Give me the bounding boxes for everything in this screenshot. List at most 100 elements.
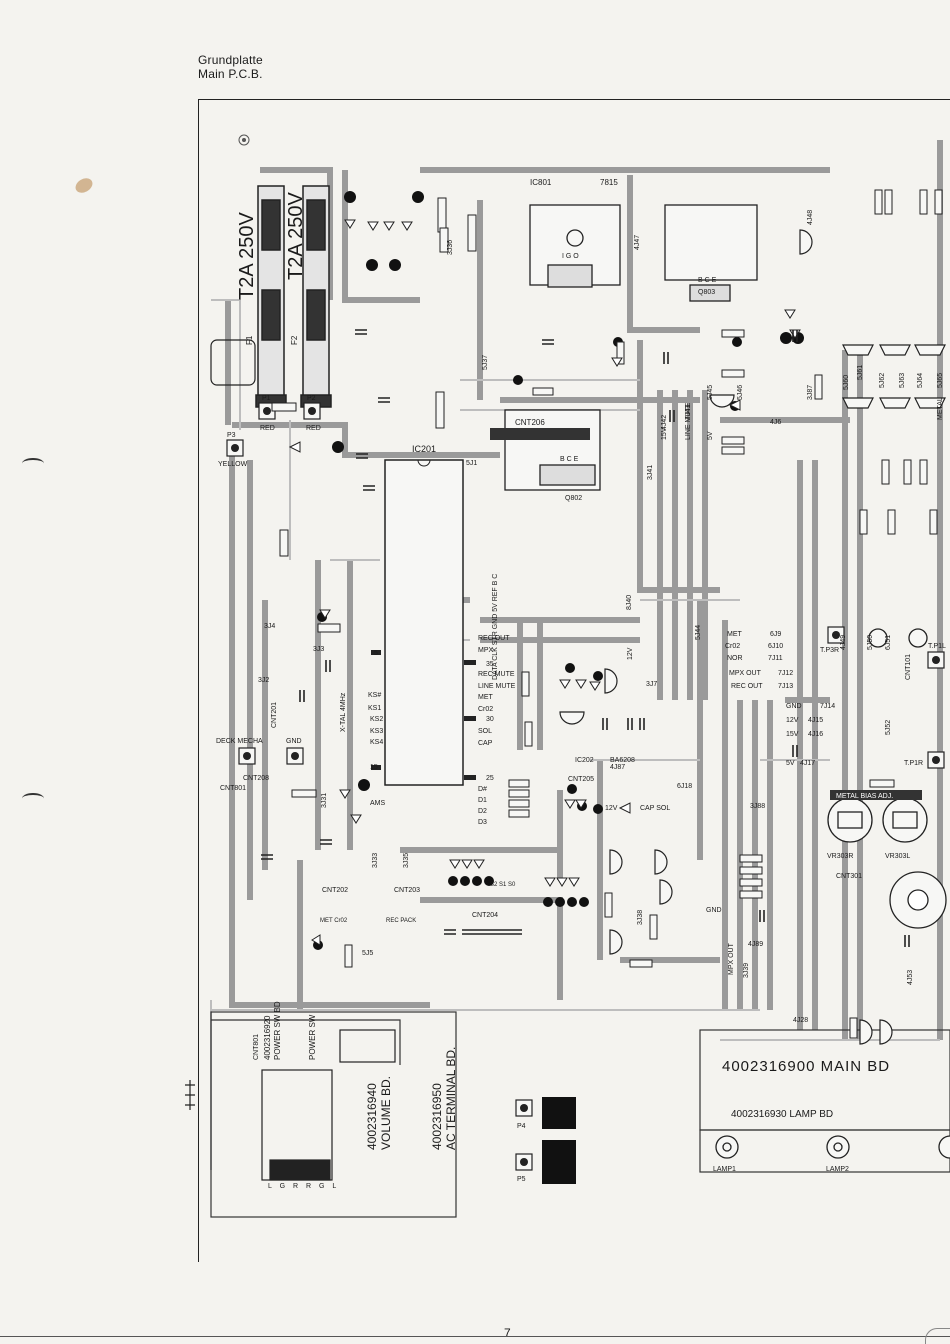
- heatsink-components: [504, 204, 758, 491]
- power-rail-name: GND: [786, 703, 802, 710]
- jumper-label: 5J65: [937, 373, 944, 388]
- cnt101-label: CNT101: [905, 654, 912, 680]
- fuse-holders: [255, 185, 332, 408]
- page-header: Grundplatte Main P.C.B.: [198, 53, 263, 81]
- vr303r-label: VR303R: [827, 853, 853, 860]
- ac-board-number: 4002316950: [430, 1083, 444, 1150]
- board-cutout: [210, 339, 256, 386]
- copper-traces: [225, 140, 943, 1040]
- jumper-label: 5J44: [695, 625, 702, 640]
- p4-label: P4: [517, 1123, 526, 1130]
- jumper-label: 5J50: [867, 635, 874, 650]
- signal-jumper: 6J10: [768, 643, 783, 650]
- metal-bias-label: METAL BIAS ADJ.: [836, 793, 893, 800]
- volume-board-outline: [261, 1029, 396, 1181]
- binder-hole-mark: [22, 458, 44, 469]
- jumper-label: 5J62: [879, 373, 886, 388]
- signal-jumper-table: MET 6J9 Cr02 6J10 NOR 7J11 MPX OUT 7J12 …: [725, 631, 793, 690]
- gnd-pad-label: GND: [286, 738, 302, 745]
- net-label: MPX OUT: [728, 942, 735, 975]
- signal-name: Cr02: [725, 643, 740, 650]
- ic201-right-pin: MET: [478, 694, 494, 701]
- tp1r-label: T.P1R: [904, 760, 923, 767]
- signal-name: MET: [727, 631, 743, 638]
- deck-mecha-label: DECK MECHA: [216, 738, 263, 745]
- ic201-pin-labels: 5 KS# KS1 KS2 KS3 KS4 15: [368, 650, 383, 771]
- jumper-label: 3J33: [372, 853, 379, 868]
- metal-bias-bar: [830, 790, 922, 800]
- jumper-label: 6J51: [885, 635, 892, 650]
- p3-label: P3: [227, 432, 236, 439]
- tp3r-label: T.P3R: [820, 647, 839, 654]
- net-label: 15V: [661, 427, 668, 440]
- ic201-right-pin: D3: [478, 819, 487, 826]
- board-outlines: [210, 1011, 950, 1218]
- q803-label: Q803: [698, 289, 715, 296]
- ic201-right-pin: REC MUTE: [478, 671, 515, 678]
- p5-label: P5: [517, 1176, 526, 1183]
- ic201-right-pin: D1: [478, 797, 487, 804]
- jumper-label: 8J40: [626, 595, 633, 610]
- jumper-label: 5J1: [466, 460, 477, 467]
- jumper-label: 6J18: [677, 783, 692, 790]
- p1-label: P1: [262, 395, 271, 402]
- paper-tear-mark: [925, 1328, 950, 1344]
- lamp2-label: LAMP2: [826, 1166, 849, 1173]
- power-rail-jumper: 4J15: [808, 717, 823, 724]
- jumper-label: 5J46: [737, 385, 744, 400]
- ac-board-name: AC TERMINAL BD.: [444, 1047, 458, 1150]
- header-title-english: Main P.C.B.: [198, 67, 263, 81]
- jumper-label: 5J64: [917, 373, 924, 388]
- ic201-pin: 15: [370, 764, 378, 771]
- jumper-label: 3J7: [646, 681, 657, 688]
- power-cnt801-label: CNT801: [253, 1034, 260, 1060]
- ic201-pin: KS3: [370, 728, 383, 735]
- jumper-label: 5J52: [885, 720, 892, 735]
- test-point-centers: [231, 407, 940, 1166]
- ic201-pin: KS4: [370, 739, 383, 746]
- cnt801-label: CNT801: [220, 785, 246, 792]
- ic201-right-pin: D#: [478, 786, 487, 793]
- jumper-label: 5J45: [707, 385, 714, 400]
- jumper-label: 5J60: [843, 375, 850, 390]
- schematic-frame: [198, 99, 950, 1262]
- net-label: AMS: [370, 800, 386, 807]
- ic201-pin: KS1: [368, 705, 381, 712]
- diodes: [288, 219, 801, 946]
- ic201-right-pin: REC OUT: [478, 635, 510, 642]
- mounting-hole: [238, 134, 250, 146]
- page-number: 7: [504, 1326, 511, 1340]
- q802-label: Q802: [565, 495, 582, 502]
- jumper-label: 3J38: [637, 910, 644, 925]
- jumper-label: 4J48: [807, 210, 814, 225]
- jumper-label: 3J3: [313, 646, 324, 653]
- page-bottom-rule: [0, 1336, 950, 1337]
- volume-board-number: 4002316940: [365, 1083, 379, 1150]
- jumper-label: 3J39: [743, 963, 750, 978]
- jumper-label: 4J28: [793, 1017, 808, 1024]
- jumper-label: 5J5: [362, 950, 373, 957]
- p2-label: P2: [307, 395, 316, 402]
- ic201-right-pin-labels: REC OUT MPX 35 REC MUTE LINE MUTE MET Cr…: [478, 635, 516, 826]
- power-rail-name: 5V: [786, 760, 795, 767]
- cnt205-label: CNT205: [568, 776, 594, 783]
- volume-terminal-letters: L G R R G L: [268, 1183, 339, 1190]
- binder-hole-mark: [22, 793, 44, 804]
- net-label: 5V: [707, 431, 714, 440]
- power-sw-label: POWER SW: [308, 1014, 317, 1060]
- ic201-right-pin: D2: [478, 808, 487, 815]
- jumper-label: 4J87: [610, 764, 625, 771]
- ic201-package: [371, 459, 476, 786]
- signal-name: NOR: [727, 655, 743, 662]
- signal-name: REC OUT: [731, 683, 763, 690]
- chassis-ground-symbol: [185, 1080, 195, 1110]
- power-rail-jumper: 4J16: [808, 731, 823, 738]
- jumper-label: 5J37: [482, 355, 489, 370]
- signal-jumper: 7J11: [768, 655, 783, 662]
- net-label: GND: [706, 907, 722, 914]
- ic202-label: IC202: [575, 757, 594, 764]
- cnt204-pins: S2 S1 S0: [490, 882, 516, 888]
- cnt206-label: CNT206: [515, 418, 545, 427]
- jumper-label: 3J4: [264, 623, 275, 630]
- cnt301-label: CNT301: [836, 873, 862, 880]
